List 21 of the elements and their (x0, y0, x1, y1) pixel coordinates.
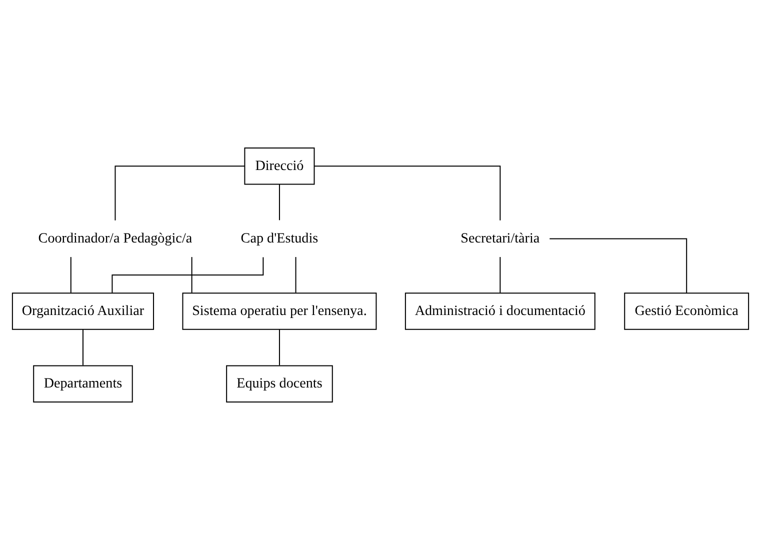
node-box: Gestió Econòmica (624, 292, 750, 330)
connector (114, 165, 245, 220)
node-box: Equips docents (226, 364, 333, 402)
connector (278, 184, 280, 220)
node-text: Secretari/tària (460, 230, 540, 246)
connector (82, 329, 84, 365)
connector (295, 256, 296, 292)
node-box: Organització Auxiliar (12, 292, 154, 330)
node-text: Coordinador/a Pedagògic/a (38, 230, 192, 246)
connector (191, 256, 192, 292)
connector (70, 256, 72, 292)
node-box: Departaments (33, 364, 133, 402)
node-box: Administració i documentació (404, 292, 596, 330)
node-text: Cap d'Estudis (240, 230, 318, 246)
connector (550, 238, 688, 292)
node-box: Sistema operatiu per l'ensenya. (182, 292, 377, 330)
connector (112, 256, 264, 292)
node-box: Direcció (244, 147, 315, 184)
connector (314, 165, 501, 220)
connector (500, 256, 501, 292)
connector (278, 329, 280, 365)
